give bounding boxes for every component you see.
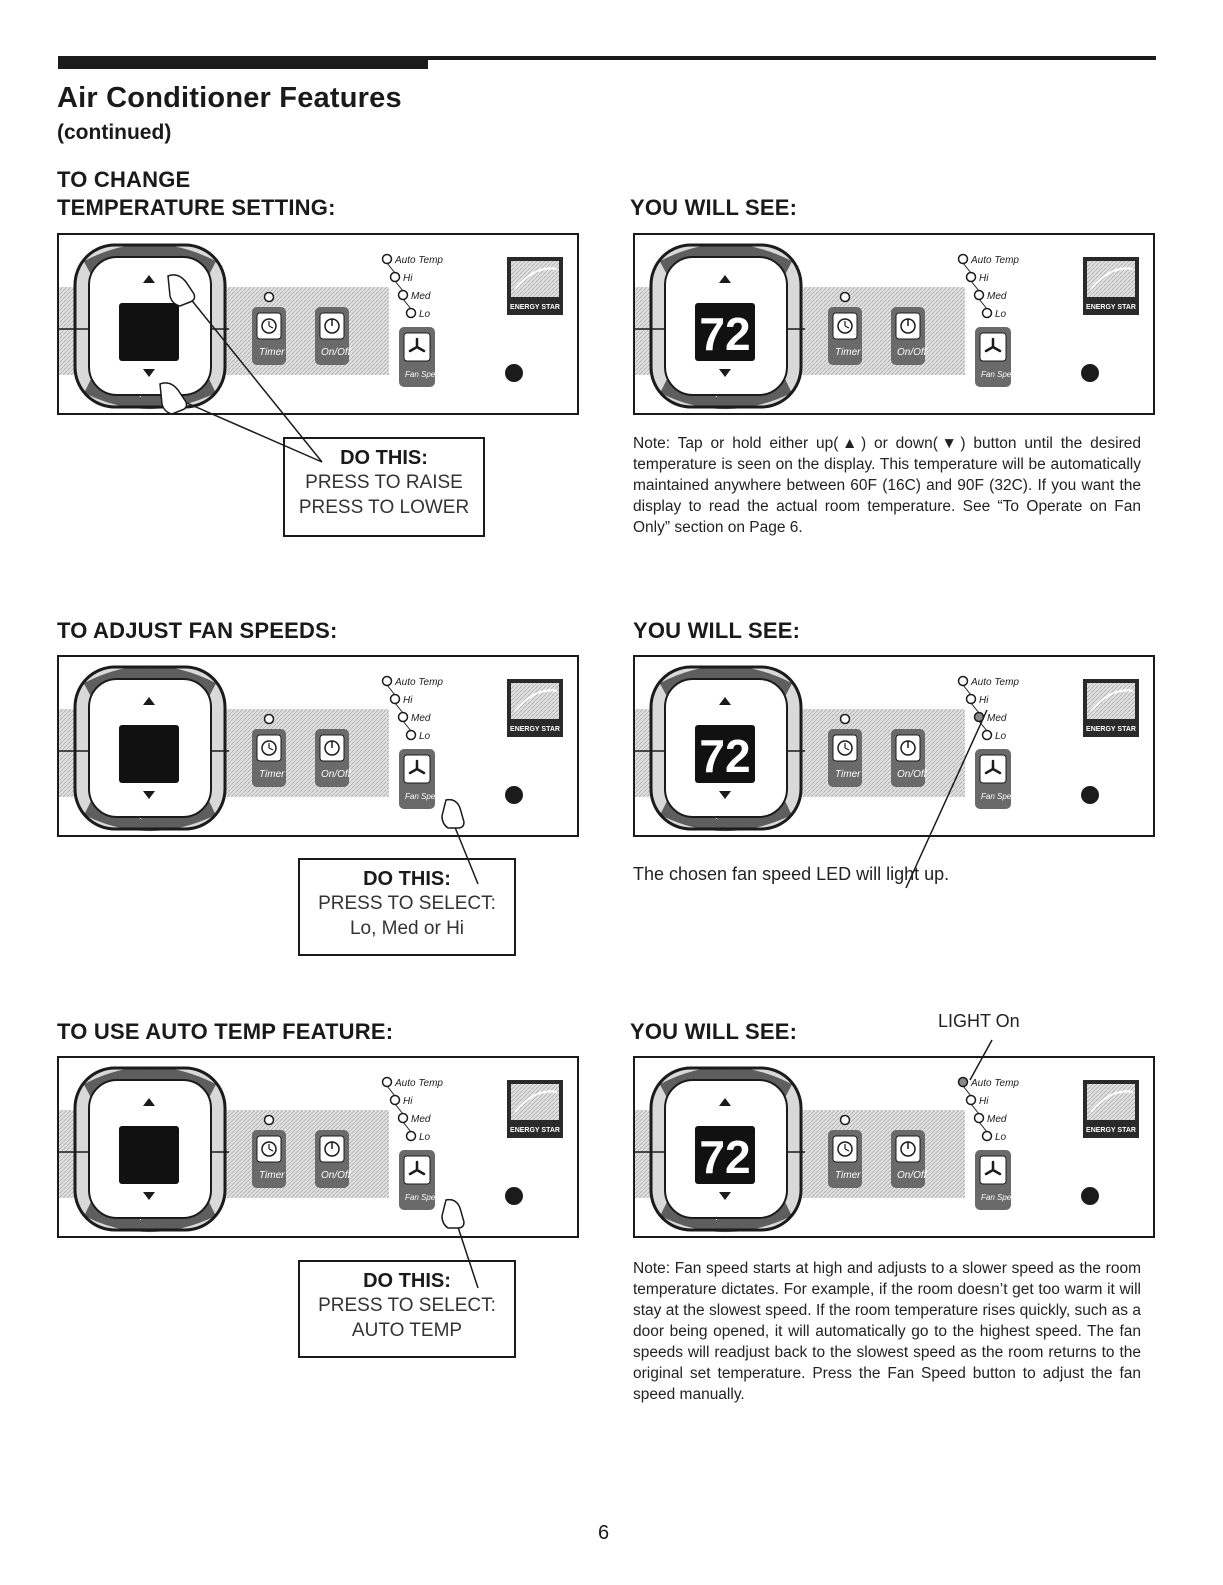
control-panel-temp: Temp/Timer Temp/Timer Timer On/Off Auto … [57, 233, 579, 415]
timer-label: Timer [835, 1170, 861, 1181]
auto-label: Auto Temp [970, 255, 1019, 266]
med-label: Med [411, 1114, 431, 1125]
fan-label: Fan Speed [981, 370, 1021, 379]
fan-label: Fan Speed [405, 792, 445, 801]
led-med-indicator [973, 711, 985, 723]
temp-note: Note: Tap or hold either up(▲) or down(▼… [633, 435, 1141, 536]
fan-caption: The chosen fan speed LED will light up. [633, 864, 950, 884]
control-panel-temp-result: Temp/Timer Temp/Timer 72 Timer On/Off Au… [633, 233, 1155, 415]
onoff-label: On/Off [897, 769, 928, 780]
temp-section-heading: TO CHANGE TEMPERATURE SETTING: [57, 167, 336, 220]
led-auto-indicator [957, 253, 969, 265]
temp-do-this-box: DO THIS: PRESS TO RAISE PRESS TO LOWER [283, 437, 485, 537]
auto-label: Auto Temp [970, 677, 1019, 688]
display-label: 72 [699, 1131, 750, 1183]
auto-label: Auto Temp [394, 255, 443, 266]
onoff-label: On/Off [321, 347, 352, 358]
fan-label: Fan Speed [405, 370, 445, 379]
led-lo-indicator [981, 729, 993, 741]
timer-label: Timer [259, 769, 285, 780]
med-label: Med [411, 291, 431, 302]
led-med-indicator [397, 1112, 409, 1124]
led-auto-indicator [957, 1076, 969, 1088]
auto-label: Auto Temp [394, 1078, 443, 1089]
es-label: ENERGY STAR [1086, 1127, 1136, 1134]
temp-result-heading: YOU WILL SEE: [630, 195, 798, 220]
lo-label: Lo [419, 731, 431, 742]
es-label: ENERGY STAR [510, 304, 560, 311]
lo-label: Lo [419, 1132, 431, 1143]
fan-result-heading: YOU WILL SEE: [633, 618, 801, 643]
led-med-indicator [397, 289, 409, 301]
page-subtitle: (continued) [57, 121, 172, 144]
led-hi-indicator [965, 1094, 977, 1106]
auto-section-heading: TO USE AUTO TEMP FEATURE: [57, 1019, 394, 1044]
timer-label: Timer [835, 347, 861, 358]
onoff-label: On/Off [321, 769, 352, 780]
timer-label: Timer [835, 769, 861, 780]
page-number: 6 [598, 1522, 610, 1544]
led-lo-indicator [405, 307, 417, 319]
header-rule [58, 56, 1156, 70]
auto-note: Note: Fan speed starts at high and adjus… [633, 1260, 1141, 1403]
led-hi-indicator [965, 271, 977, 283]
lo-label: Lo [419, 309, 431, 320]
led-auto-indicator [957, 675, 969, 687]
led-hi-indicator [389, 271, 401, 283]
es-label: ENERGY STAR [1086, 304, 1136, 311]
hi-label: Hi [403, 273, 413, 284]
hi-label: Hi [403, 695, 413, 706]
control-panel-auto: Temp/Timer Temp/Timer Timer On/Off Auto … [57, 1056, 579, 1238]
med-label: Med [411, 713, 431, 724]
hi-label: Hi [979, 273, 989, 284]
led-med-indicator [973, 1112, 985, 1124]
display-label: 72 [699, 308, 750, 360]
onoff-label: On/Off [897, 347, 928, 358]
led-hi-indicator [965, 693, 977, 705]
lo-label: Lo [995, 1132, 1007, 1143]
med-label: Med [987, 1114, 1007, 1125]
hi-label: Hi [979, 695, 989, 706]
led-med-indicator [973, 289, 985, 301]
onoff-label: On/Off [321, 1170, 352, 1181]
led-med-indicator [397, 711, 409, 723]
onoff-label: On/Off [897, 1170, 928, 1181]
light-on-label: LIGHT On [938, 1011, 1020, 1031]
med-label: Med [987, 713, 1007, 724]
es-label: ENERGY STAR [510, 726, 560, 733]
auto-result-heading: YOU WILL SEE: [630, 1019, 798, 1044]
led-auto-indicator [381, 675, 393, 687]
timer-label: Timer [259, 347, 285, 358]
lo-label: Lo [995, 309, 1007, 320]
page-title: Air Conditioner Features [57, 82, 402, 114]
timer-label: Timer [259, 1170, 285, 1181]
fan-label: Fan Speed [981, 1193, 1021, 1202]
led-lo-indicator [405, 729, 417, 741]
auto-label: Auto Temp [970, 1078, 1019, 1089]
lo-label: Lo [995, 731, 1007, 742]
es-label: ENERGY STAR [1086, 726, 1136, 733]
control-panel-auto-result: Temp/Timer Temp/Timer 72 Timer On/Off Au… [633, 1056, 1155, 1238]
led-hi-indicator [389, 693, 401, 705]
control-panel-fan: Temp/Timer Temp/Timer Timer On/Off Auto … [57, 655, 579, 837]
fan-section-heading: TO ADJUST FAN SPEEDS: [57, 618, 338, 643]
auto-label: Auto Temp [394, 677, 443, 688]
control-panel-fan-result: Temp/Timer Temp/Timer 72 Timer On/Off Au… [633, 655, 1155, 837]
led-auto-indicator [381, 1076, 393, 1088]
led-auto-indicator [381, 253, 393, 265]
led-hi-indicator [389, 1094, 401, 1106]
fan-do-this-box: DO THIS: PRESS TO SELECT: Lo, Med or Hi [298, 858, 516, 956]
led-lo-indicator [981, 1130, 993, 1142]
hi-label: Hi [403, 1096, 413, 1107]
display-label: 72 [699, 730, 750, 782]
fan-label: Fan Speed [981, 792, 1021, 801]
led-lo-indicator [981, 307, 993, 319]
hi-label: Hi [979, 1096, 989, 1107]
fan-label: Fan Speed [405, 1193, 445, 1202]
med-label: Med [987, 291, 1007, 302]
es-label: ENERGY STAR [510, 1127, 560, 1134]
led-lo-indicator [405, 1130, 417, 1142]
auto-do-this-box: DO THIS: PRESS TO SELECT: AUTO TEMP [298, 1260, 516, 1358]
